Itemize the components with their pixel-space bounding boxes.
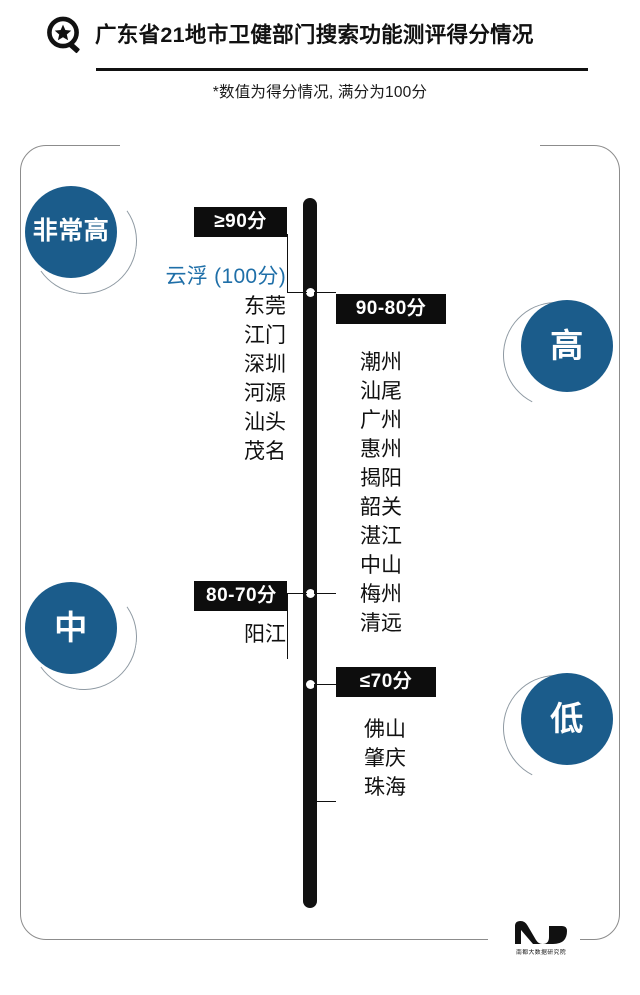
list-item: 深圳 [244, 353, 286, 376]
level-label: 高 [550, 327, 584, 365]
level-badge-medium: 中 [22, 575, 146, 699]
level-disc: 非常高 [25, 186, 117, 278]
list-item: 茂名 [244, 440, 286, 463]
list-item: 东莞 [244, 295, 286, 318]
list-item: 阳江 [244, 623, 286, 646]
list-item: 珠海 [364, 776, 406, 799]
list-item: 潮州 [360, 351, 402, 374]
level-badge-high: 高 [489, 288, 623, 422]
page-title: 广东省21地市卫健部门搜索功能测评得分情况 [95, 23, 534, 48]
footer-logo: 南都大数据研究院 [504, 920, 578, 968]
timeline-dot-2 [305, 589, 315, 598]
tag-90-80: 90-80分 [336, 294, 446, 324]
city-list-ge-90: 东莞 江门 深圳 河源 汕头 茂名 [120, 292, 286, 466]
level-disc: 低 [521, 673, 613, 765]
list-item: 韶关 [360, 496, 402, 519]
timeline-dot-3 [305, 680, 315, 689]
list-item: 河源 [244, 382, 286, 405]
list-item: 肇庆 [364, 747, 406, 770]
list-item: 湛江 [360, 525, 402, 548]
list-item: 梅州 [360, 583, 402, 606]
list-item: 江门 [244, 324, 286, 347]
list-item: 清远 [360, 612, 402, 635]
timeline-bar [303, 198, 317, 908]
bracket-ge-90 [287, 234, 307, 293]
city-list-le-70: 佛山 肇庆 珠海 [364, 715, 534, 802]
header-title-row: 广东省21地市卫健部门搜索功能测评得分情况 [46, 16, 534, 56]
list-item: 揭阳 [360, 467, 402, 490]
page-subtitle: *数值为得分情况, 满分为100分 [212, 84, 428, 101]
level-badge-low: 低 [489, 661, 623, 795]
logo-caption: 南都大数据研究院 [515, 949, 567, 956]
title-divider [96, 68, 588, 71]
level-badge-very-high: 非常高 [22, 179, 146, 303]
timeline-dot-1 [305, 288, 315, 297]
level-label: 低 [550, 700, 584, 738]
level-disc: 高 [521, 300, 613, 392]
level-label: 中 [54, 609, 88, 647]
list-item: 汕头 [244, 411, 286, 434]
bracket-le-70 [314, 684, 336, 802]
tag-le-70: ≤70分 [336, 667, 436, 697]
list-item: 广州 [360, 409, 402, 432]
magnifier-star-icon [46, 16, 86, 56]
nandu-wave-logo-icon [515, 921, 567, 944]
level-label: 非常高 [32, 217, 110, 246]
tag-ge-90: ≥90分 [194, 207, 287, 237]
frame-gap-top [120, 138, 540, 154]
city-highlight-yunfu: 云浮 (100分) [165, 265, 286, 288]
list-item: 汕尾 [360, 380, 402, 403]
city-list-80-70: 阳江 [120, 620, 286, 649]
level-disc: 中 [25, 582, 117, 674]
list-item: 中山 [360, 554, 402, 577]
list-item: 佛山 [364, 718, 406, 741]
city-list-90-80: 潮州 汕尾 广州 惠州 揭阳 韶关 湛江 中山 梅州 清远 [360, 348, 530, 638]
bracket-80-70 [287, 593, 307, 659]
list-item: 惠州 [360, 438, 402, 461]
header: 广东省21地市卫健部门搜索功能测评得分情况 *数值为得分情况, 满分为100分 [0, 0, 640, 130]
bracket-90-80 [314, 292, 336, 594]
tag-80-70: 80-70分 [194, 581, 287, 611]
